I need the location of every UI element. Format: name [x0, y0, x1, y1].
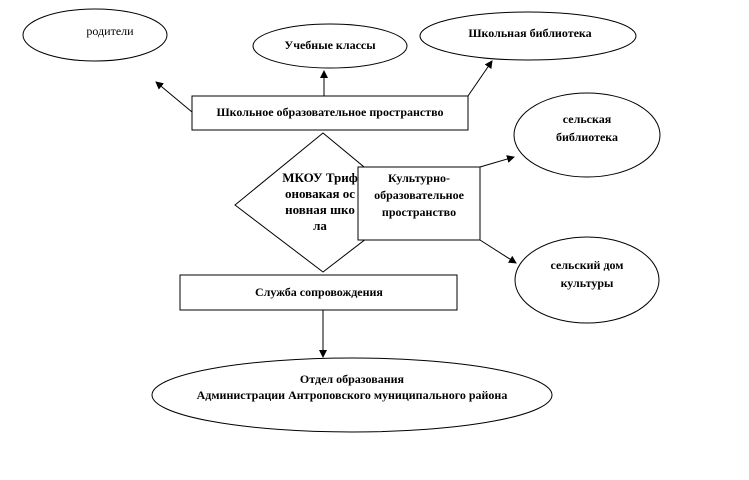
support-label: Служба сопровождения	[255, 285, 383, 299]
culture-space-box	[357, 166, 481, 241]
arrow-to-school-library	[467, 60, 493, 97]
support-box	[179, 274, 458, 311]
school-space-label: Школьное образовательное пространство	[216, 105, 444, 119]
classes-label: Учебные классы	[284, 38, 376, 52]
department-ellipse	[151, 357, 553, 433]
culture-house-label: сельский дом культуры	[550, 258, 624, 290]
school-library-label: Школьная библиотека	[468, 26, 592, 40]
village-library-ellipse	[513, 92, 661, 178]
parents-ellipse	[22, 8, 168, 62]
parents-label: родители	[86, 24, 134, 38]
school-label: МКОУ Трифоновакая основная школа	[282, 170, 358, 233]
arrow-to-parents	[155, 81, 193, 113]
culture-house-ellipse	[514, 236, 660, 324]
school-library-ellipse	[419, 11, 637, 61]
classes-ellipse	[252, 23, 408, 69]
department-label-line2: Администрации Антроповского муниципально…	[196, 388, 508, 402]
arrow-to-culture-house	[479, 239, 517, 264]
village-library-label: сельская библиотека	[555, 112, 619, 144]
department-label-line1: Отдел образования	[299, 372, 405, 386]
arrow-to-village-library	[479, 155, 515, 168]
culture-space-label: Культурно-образовательное пространство	[374, 171, 464, 219]
school-space-box	[191, 95, 469, 131]
